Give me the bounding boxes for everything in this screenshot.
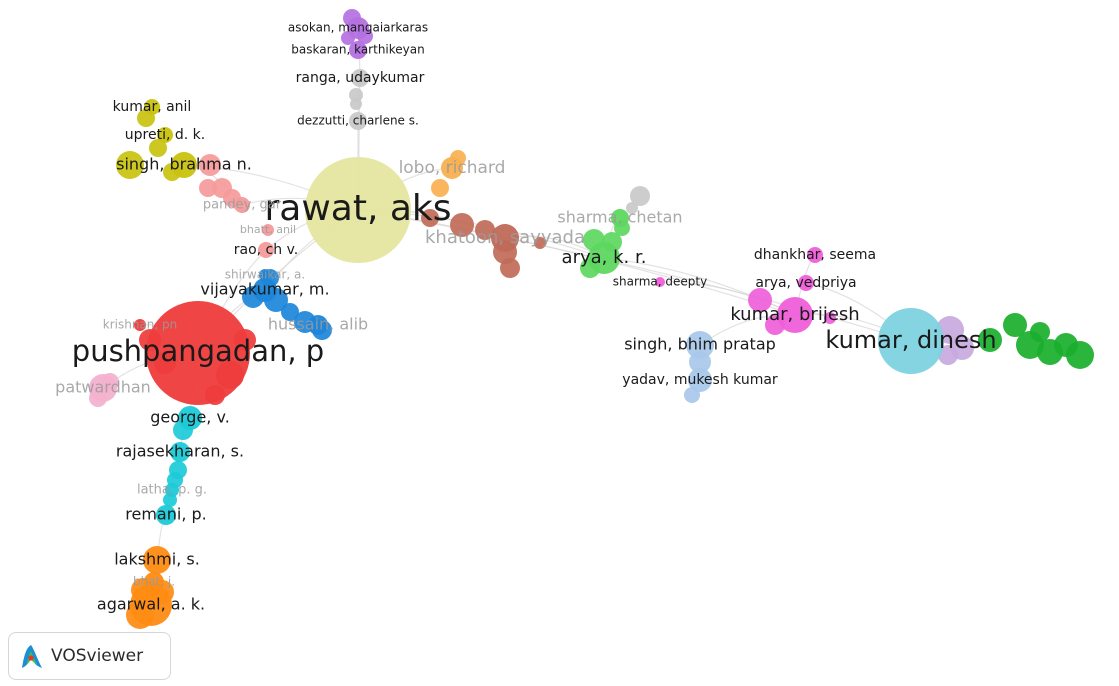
author-bubble[interactable] — [258, 242, 274, 258]
vosviewer-icon — [22, 645, 42, 668]
author-label[interactable]: latha, p. g. — [137, 483, 207, 498]
author-bubble[interactable] — [688, 368, 712, 392]
author-bubble[interactable] — [748, 288, 772, 312]
author-label[interactable]: kumar, brijesh — [730, 304, 859, 325]
author-bubble[interactable] — [116, 151, 144, 179]
author-bubble[interactable] — [938, 345, 958, 365]
author-label[interactable]: sharma, deepty — [613, 275, 707, 289]
author-bubble[interactable] — [350, 98, 362, 110]
author-bubble[interactable] — [262, 224, 274, 236]
author-label[interactable]: george, v. — [150, 408, 230, 427]
author-bubble[interactable] — [441, 157, 463, 179]
author-bubble[interactable] — [89, 374, 117, 402]
author-bubble[interactable] — [686, 331, 714, 359]
author-bubble[interactable] — [431, 179, 449, 197]
author-bubble[interactable] — [450, 213, 474, 237]
author-label[interactable]: pushpangadan, p — [72, 334, 324, 368]
author-label[interactable]: sharma, chetan — [557, 208, 682, 227]
author-bubble[interactable] — [199, 179, 217, 197]
author-bubble[interactable] — [491, 224, 519, 252]
author-bubble[interactable] — [171, 152, 197, 178]
author-bubble[interactable] — [134, 319, 146, 331]
author-label[interactable]: baskaran, karthikeyan — [291, 43, 424, 57]
author-label[interactable]: lobo, richard — [399, 158, 506, 178]
author-bubble[interactable] — [130, 584, 172, 626]
author-label[interactable]: rao, ch v. — [234, 242, 298, 258]
author-bubble[interactable] — [149, 139, 167, 157]
author-label[interactable]: upreti, d. k. — [125, 127, 205, 143]
author-label[interactable]: dezzutti, charlene s. — [297, 114, 419, 128]
author-label[interactable]: krishnan, pn — [103, 318, 178, 332]
author-bubble[interactable] — [807, 247, 823, 263]
author-bubble[interactable] — [178, 406, 202, 430]
author-bubble[interactable] — [588, 242, 620, 274]
author-label[interactable]: arya, vedpriya — [755, 275, 856, 291]
author-label[interactable]: bhatt, anil — [240, 223, 296, 236]
author-bubble[interactable] — [777, 297, 813, 333]
author-label[interactable]: pandey, gar — [203, 198, 282, 213]
author-label[interactable]: bhat, j. — [133, 575, 175, 589]
author-bubble[interactable] — [170, 442, 190, 462]
author-bubble[interactable] — [978, 328, 1002, 352]
author-bubble[interactable] — [349, 112, 367, 130]
author-label[interactable]: ranga, udaykumar — [296, 70, 425, 86]
author-label[interactable]: remani, p. — [125, 505, 206, 524]
author-bubble[interactable] — [655, 277, 665, 287]
author-label[interactable]: agarwal, a. k. — [97, 595, 205, 614]
author-bubble[interactable] — [156, 505, 176, 525]
author-label[interactable]: vijayakumar, m. — [200, 280, 329, 299]
author-label[interactable]: singh, brahma n. — [116, 155, 252, 174]
author-label[interactable]: rajasekharan, s. — [116, 442, 244, 461]
author-bubble[interactable] — [308, 315, 328, 335]
author-bubble[interactable] — [1066, 341, 1094, 369]
author-label[interactable]: shirwaikar, a. — [225, 268, 305, 282]
author-label[interactable]: asokan, mangaiarkaras — [288, 21, 428, 35]
author-bubble[interactable] — [157, 127, 173, 143]
author-label[interactable]: arya, k. r. — [562, 247, 647, 268]
vosviewer-logo[interactable]: VOSviewer — [8, 632, 171, 680]
author-label[interactable]: lakshmi, s. — [114, 550, 200, 569]
author-label[interactable]: khatoon, sayyada — [425, 227, 585, 248]
author-bubble[interactable] — [630, 186, 650, 206]
author-bubble[interactable] — [475, 220, 495, 240]
author-bubble[interactable] — [534, 237, 546, 249]
author-bubble[interactable] — [146, 301, 250, 405]
author-bubble[interactable] — [165, 483, 179, 497]
author-bubble[interactable] — [824, 312, 836, 324]
author-bubble[interactable] — [349, 88, 363, 102]
author-bubble[interactable] — [347, 17, 369, 39]
bubble-layer — [89, 9, 1094, 629]
author-bubble[interactable] — [611, 209, 629, 227]
author-label[interactable]: kumar, anil — [113, 99, 192, 115]
author-label[interactable]: rawat, aks — [264, 188, 451, 229]
author-label[interactable]: kumar, dinesh — [825, 326, 996, 354]
author-bubble[interactable] — [626, 202, 638, 214]
author-label[interactable]: patwardhan — [55, 378, 151, 397]
author-bubble[interactable] — [1030, 322, 1050, 342]
co-authorship-link — [357, 209, 796, 316]
author-bubble[interactable] — [1003, 313, 1027, 337]
author-bubble[interactable] — [234, 197, 250, 213]
author-bubble[interactable] — [259, 269, 271, 281]
author-bubble[interactable] — [143, 546, 171, 574]
author-label[interactable]: singh, bhim pratap — [624, 335, 776, 354]
vosviewer-label: VOSviewer — [51, 646, 144, 666]
author-bubble[interactable] — [281, 303, 299, 321]
author-bubble[interactable] — [798, 275, 814, 291]
author-label[interactable]: hussain, alib — [268, 315, 368, 334]
author-bubble[interactable] — [349, 41, 367, 59]
author-bubble[interactable] — [421, 209, 439, 227]
author-bubble[interactable] — [878, 308, 944, 374]
author-bubble[interactable] — [305, 157, 411, 263]
author-bubble[interactable] — [199, 154, 221, 176]
author-label[interactable]: dhankhar, seema — [754, 247, 876, 263]
author-bubble[interactable] — [351, 69, 369, 87]
author-label[interactable]: yadav, mukesh kumar — [622, 372, 778, 388]
author-bubble[interactable] — [144, 99, 160, 115]
author-bubble[interactable] — [253, 278, 277, 302]
